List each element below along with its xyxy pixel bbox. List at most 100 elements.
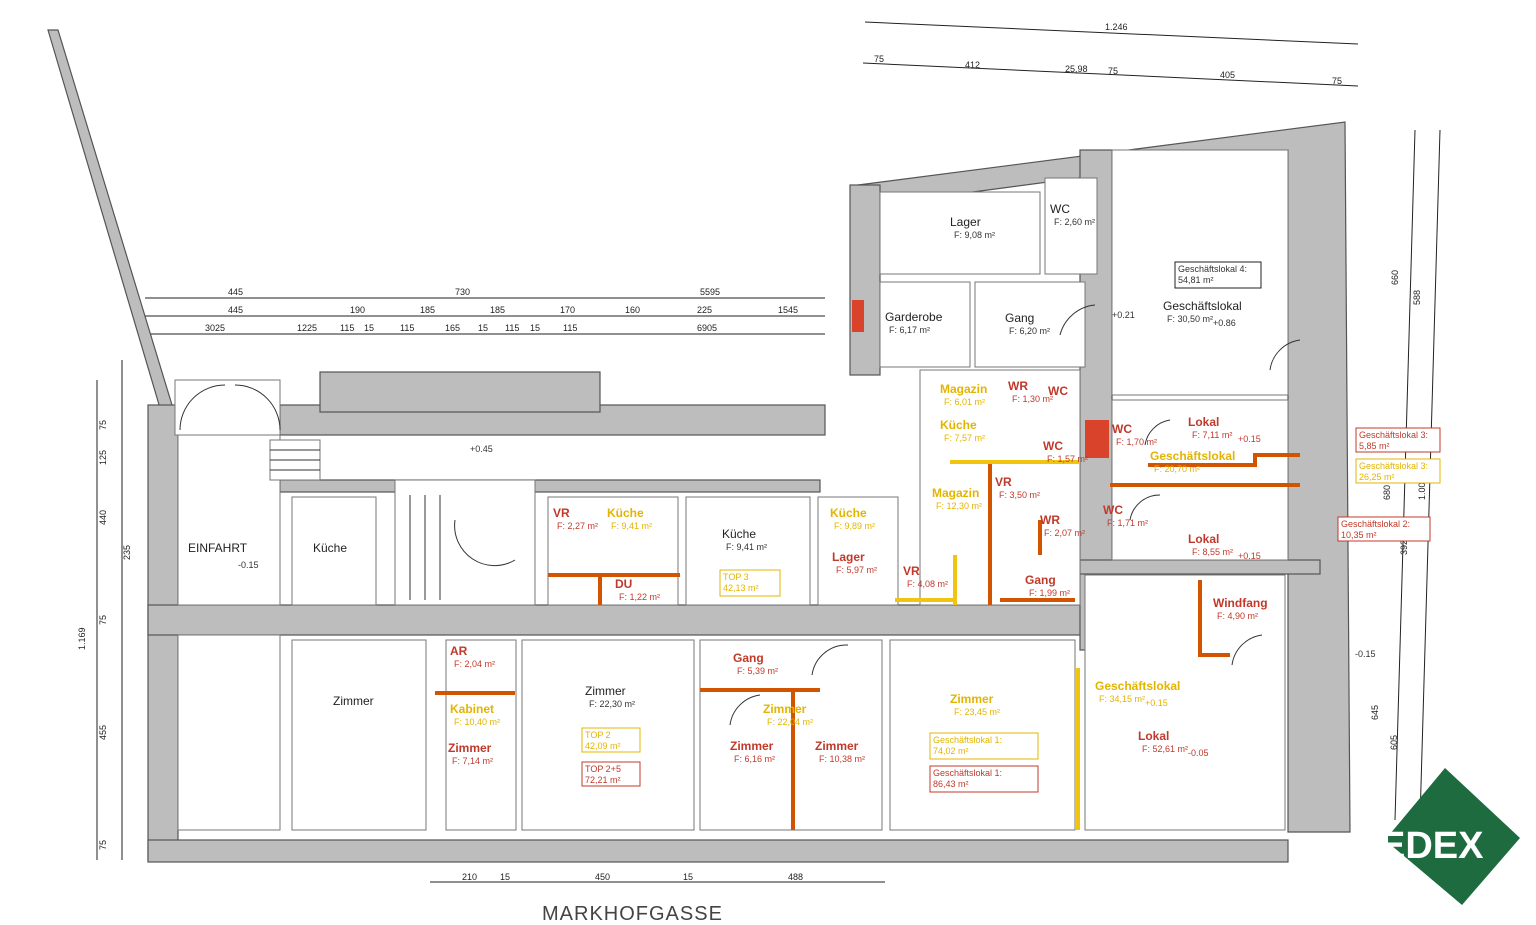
dim-mid2-7: 225: [697, 305, 712, 315]
room-area-lager-1: F: 5,97 m²: [836, 565, 877, 575]
edex-logo-text: EDEX: [1380, 825, 1484, 867]
dim-mid2-1: 445: [228, 305, 243, 315]
room-area-vr-3: F: 3,50 m²: [999, 490, 1040, 500]
room-label-vr-1: VR: [553, 506, 570, 520]
unit-box-text: 42,13 m²: [723, 583, 759, 593]
dim-mid3-10: 115: [563, 323, 577, 333]
room-area-gang-2: F: 6,20 m²: [1009, 326, 1050, 336]
dim-right-5: 605: [1389, 735, 1399, 750]
room-area-kueche-2: F: 9,41 m²: [611, 521, 652, 531]
unit-box-text: Geschäftslokal 1:: [933, 768, 1002, 778]
dim-mid3-6: 165: [445, 323, 460, 333]
room-area-gang-3: F: 1,99 m²: [1029, 588, 1070, 598]
room-area-wr-1: F: 1,30 m²: [1012, 394, 1053, 404]
staircase: [174, 379, 536, 606]
dim-left-8: 1.169: [77, 627, 87, 650]
room-area-geschaeftslokal-mid: F: 20,70 m²: [1154, 464, 1200, 474]
dim-mid3-11: 6905: [697, 323, 717, 333]
edex-logo-diamond: [1385, 768, 1520, 905]
dim-top-1: 75: [874, 54, 884, 64]
dim-bottom-2: 15: [500, 872, 510, 882]
red-wall-segment-1: [852, 300, 864, 332]
room-area-vr-2: F: 4,08 m²: [907, 579, 948, 589]
unit-box-text: 74,02 m²: [933, 746, 969, 756]
room-label-kueche-left: Küche: [313, 541, 347, 555]
room-label-lokal-3: Lokal: [1138, 729, 1169, 743]
door-swings: [179, 304, 1301, 726]
unit-box-text: TOP 3: [723, 572, 749, 582]
unit-box-frame: [1355, 427, 1441, 453]
room-label-magazin-2: Magazin: [932, 486, 979, 500]
unit-box-gl-r2: Geschäftslokal 3:26,25 m²: [1355, 458, 1441, 484]
dim-mid3-2: 1225: [297, 323, 317, 333]
room-label-zimmer-3: Zimmer: [585, 684, 626, 698]
room-label-zimmer-2: Zimmer: [448, 741, 492, 755]
room-label-geschaeftslokal-top: Geschäftslokal: [1163, 299, 1242, 313]
unit-box-text: 26,25 m²: [1359, 472, 1395, 482]
room-label-kueche-5: Küche: [940, 418, 977, 432]
dim-mid2-3: 185: [420, 305, 435, 315]
dim-mid2-4: 185: [490, 305, 505, 315]
room-area-wc-1: F: 2,60 m²: [1054, 217, 1095, 227]
dim-bottom-1: 210: [462, 872, 477, 882]
dimension-left: 75 125 440 235 75 455 75 1.169: [77, 360, 132, 860]
dim-left-2: 125: [98, 450, 108, 465]
unit-box-text: TOP 2: [585, 730, 611, 740]
room-label-kueche-2: Küche: [607, 506, 644, 520]
room-label-zimmer-4: Zimmer: [763, 702, 807, 716]
unit-box-gl-r1: Geschäftslokal 3:5,85 m²: [1355, 427, 1441, 453]
room-area-ar: F: 2,04 m²: [454, 659, 495, 669]
dim-bottom-3: 450: [595, 872, 610, 882]
unit-box-gl4: Geschäftslokal 4:54,81 m²: [1174, 261, 1262, 289]
dim-left-1: 75: [98, 420, 108, 430]
dim-right-2: 588: [1412, 290, 1422, 305]
dim-top-2: 412: [965, 60, 980, 70]
planned-walls-red: [435, 453, 1300, 830]
dim-top-3: 25,98: [1065, 64, 1088, 74]
room-label-garderobe: Garderobe: [885, 310, 943, 324]
unit-box-top2: TOP 242,09 m²: [581, 727, 641, 753]
street-name: MARKHOFGASSE: [542, 903, 723, 925]
room-label-wc-4: WC: [1112, 422, 1132, 436]
room-label-du: DU: [615, 577, 632, 591]
room-label-lager-2: Lager: [950, 215, 981, 229]
unit-box-text: Geschäftslokal 3:: [1359, 430, 1428, 440]
room-level-lokal-3: -0.05: [1188, 748, 1209, 758]
room-area-zimmer-4: F: 22,04 m²: [767, 717, 813, 727]
unit-box-gl1a: Geschäftslokal 1:74,02 m²: [929, 732, 1039, 760]
room-label-wc-1: WC: [1050, 202, 1070, 216]
room-area-geschaeftslokal-low: F: 34,15 m²: [1099, 694, 1145, 704]
room-label-windfang: Windfang: [1213, 596, 1268, 610]
room-area-zimmer-6: F: 10,38 m²: [819, 754, 865, 764]
dim-mid3-4: 15: [364, 323, 374, 333]
unit-box-frame: [929, 765, 1039, 793]
dim-right-3: 680: [1382, 485, 1392, 500]
room-level-lokal-1: +0.15: [1238, 434, 1261, 444]
dimension-middle: 445 730 5595 445 190 185 185 170 160 225…: [145, 287, 825, 335]
dim-mid2-8: 1545: [778, 305, 798, 315]
unit-box-frame: [581, 727, 641, 753]
room-label-zimmer-1: Zimmer: [333, 694, 374, 708]
room-area-du: F: 1,22 m²: [619, 592, 660, 602]
dim-bottom-4: 15: [683, 872, 693, 882]
edex-logo: EDEX: [1380, 768, 1520, 905]
dim-top-4: 75: [1108, 66, 1118, 76]
unit-box-text: 42,09 m²: [585, 741, 621, 751]
room-label-geschaeftslokal-low: Geschäftslokal: [1095, 679, 1180, 693]
room-area-windfang: F: 4,90 m²: [1217, 611, 1258, 621]
level-stair-hall: +0.45: [470, 444, 493, 454]
dim-mid3-1: 3025: [205, 323, 225, 333]
unit-box-top25: TOP 2+572,21 m²: [581, 761, 641, 787]
dim-right-6: 392: [1399, 540, 1409, 555]
room-label-zimmer-5: Zimmer: [730, 739, 774, 753]
room-label-lokal-2: Lokal: [1188, 532, 1219, 546]
room-label-vr-2: VR: [903, 564, 920, 578]
room-area-zimmer-7: F: 23,45 m²: [954, 707, 1000, 717]
dim-bottom-5: 488: [788, 872, 803, 882]
room-label-wr-2: WR: [1040, 513, 1060, 527]
unit-box-text: Geschäftslokal 3:: [1359, 461, 1428, 471]
unit-box-text: Geschäftslokal 4:: [1178, 264, 1247, 274]
unit-box-text: 86,43 m²: [933, 779, 969, 789]
room-area-kabinet: F: 10,40 m²: [454, 717, 500, 727]
room-area-vr-1: F: 2,27 m²: [557, 521, 598, 531]
